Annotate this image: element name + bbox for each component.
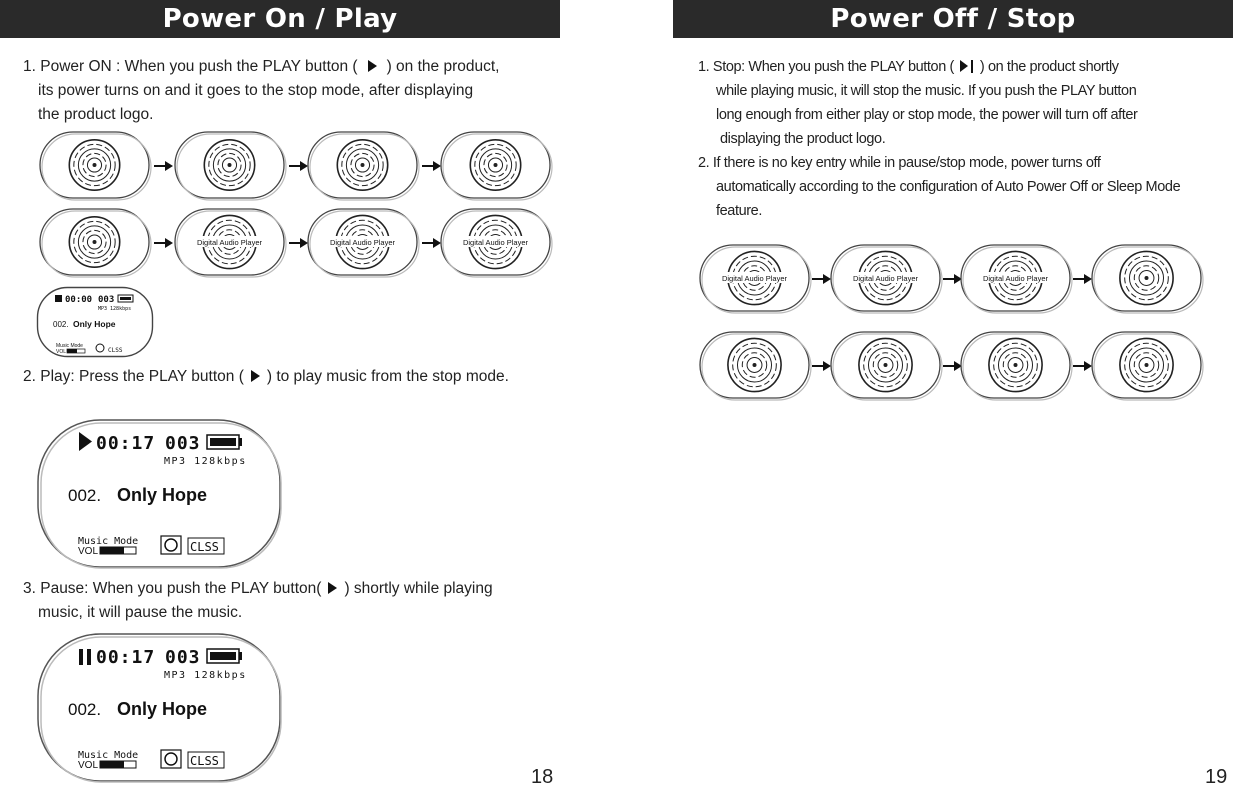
product-logo-icon: [858, 337, 913, 393]
right-step1-line3: long enough from either play or stop mod…: [716, 107, 1138, 123]
frame-label: Digital Audio Player: [330, 238, 396, 247]
right-step1-line4: displaying the product logo.: [720, 131, 886, 147]
pause-format: MP3 128kbps: [164, 670, 247, 681]
logo-frame: Digital Audio Player: [307, 208, 420, 278]
pause-state-icon: [79, 649, 83, 665]
arrow-icon: [812, 274, 831, 284]
play-state-icon: [79, 432, 92, 451]
product-logo-icon: [727, 337, 782, 393]
stop-mode-screen: 00:00 003 MP3 128kbps 002. Only Hope Mus…: [36, 286, 154, 358]
play-format: MP3 128kbps: [164, 456, 247, 467]
left-step2-line: 2. Play: Press the PLAY button () to pla…: [23, 368, 509, 385]
play-icon: [367, 60, 377, 72]
pause-vol-label: VOL: [78, 760, 98, 771]
logo-frame: [699, 331, 812, 401]
frame-label: Digital Audio Player: [722, 274, 788, 283]
logo-frame: [174, 131, 287, 201]
arrow-icon: [154, 238, 173, 248]
stop-time: 00:00: [65, 295, 92, 305]
play-mode-label: Music Mode: [78, 536, 138, 547]
left-step3-line2: music, it will pause the music.: [38, 604, 243, 621]
arrow-icon: [289, 238, 308, 248]
stop-track: 003: [98, 295, 114, 305]
logo-frame: Digital Audio Player: [699, 244, 812, 314]
frame-label: Digital Audio Player: [983, 274, 1049, 283]
product-logo-icon: [68, 215, 121, 269]
arrow-icon: [943, 361, 962, 371]
arrow-icon: [1073, 361, 1092, 371]
logo-frame: Digital Audio Player: [440, 208, 553, 278]
left-page-number: 18: [531, 766, 554, 788]
play-song-no: 002.: [68, 486, 101, 505]
right-step2-line1: 2. If there is no key entry while in pau…: [698, 155, 1101, 171]
pause-mode-label: Music Mode: [78, 750, 138, 761]
product-logo-icon: [988, 337, 1043, 393]
stop-song-no: 002.: [53, 320, 69, 329]
product-logo-icon: [469, 138, 522, 192]
stop-vol-label: VOL: [56, 349, 66, 355]
logo-frame: [39, 131, 152, 201]
left-step3-line1: 3. Pause: When you push the PLAY button(…: [23, 580, 493, 597]
pause-track: 003: [165, 647, 201, 668]
play-icon: [328, 582, 338, 594]
play-icon: [250, 370, 260, 382]
arrow-icon: [1073, 274, 1092, 284]
logo-frame: [960, 331, 1073, 401]
logo-frame: Digital Audio Player: [960, 244, 1073, 314]
play-song: Only Hope: [117, 485, 207, 505]
product-logo-icon: [336, 138, 389, 192]
pause-time: 00:17: [96, 647, 155, 668]
right-step2-line3: feature.: [716, 203, 762, 219]
product-logo-icon: [1119, 250, 1174, 306]
stop-song: Only Hope: [73, 319, 116, 329]
stop-mode-label: Music Mode: [56, 343, 83, 349]
right-step1-line1: 1. Stop: When you push the PLAY button (…: [698, 59, 1119, 75]
product-logo-icon: [1119, 337, 1174, 393]
play-pause-icon: [959, 60, 974, 73]
logo-frame: Digital Audio Player: [174, 208, 287, 278]
arrow-icon: [422, 238, 441, 248]
logo-frame: [1091, 331, 1204, 401]
arrow-icon: [943, 274, 962, 284]
left-step1-line2: its power turns on and it goes to the st…: [38, 82, 474, 99]
logo-frame: [307, 131, 420, 201]
pause-mode-screen: 00:17 003 MP3 128kbps 002. Only Hope Mus…: [37, 633, 282, 783]
pause-song: Only Hope: [117, 699, 207, 719]
arrow-icon: [812, 361, 831, 371]
right-step2-line2: automatically according to the configura…: [716, 179, 1181, 195]
logo-frame: [440, 131, 553, 201]
frame-label: Digital Audio Player: [463, 238, 529, 247]
left-page-header: Power On / Play: [0, 0, 560, 38]
logo-frame: [39, 208, 152, 278]
right-page-header: Power Off / Stop: [673, 0, 1233, 38]
play-eq: CLSS: [190, 540, 219, 554]
play-track: 003: [165, 433, 201, 454]
right-step1-line2: while playing music, it will stop the mu…: [716, 83, 1137, 99]
left-step1-line3: the product logo.: [38, 106, 154, 123]
logo-frame: [830, 331, 943, 401]
right-page-number: 19: [1205, 766, 1228, 788]
product-logo-icon: [68, 138, 121, 192]
logo-frame: [1091, 244, 1204, 314]
stop-format: MP3 128kbps: [98, 306, 131, 312]
frame-label: Digital Audio Player: [197, 238, 263, 247]
arrow-icon: [154, 161, 173, 171]
arrow-icon: [289, 161, 308, 171]
play-mode-screen: 00:17 003 MP3 128kbps 002. Only Hope Mus…: [37, 419, 282, 569]
stop-eq: CLSS: [108, 347, 123, 354]
product-logo-icon: [203, 138, 256, 192]
pause-eq: CLSS: [190, 754, 219, 768]
logo-frame: Digital Audio Player: [830, 244, 943, 314]
play-vol-label: VOL: [78, 546, 98, 557]
play-time: 00:17: [96, 433, 155, 454]
pause-song-no: 002.: [68, 700, 101, 719]
left-step1-line1: 1. Power ON : When you push the PLAY but…: [23, 58, 500, 75]
arrow-icon: [422, 161, 441, 171]
frame-label: Digital Audio Player: [853, 274, 919, 283]
